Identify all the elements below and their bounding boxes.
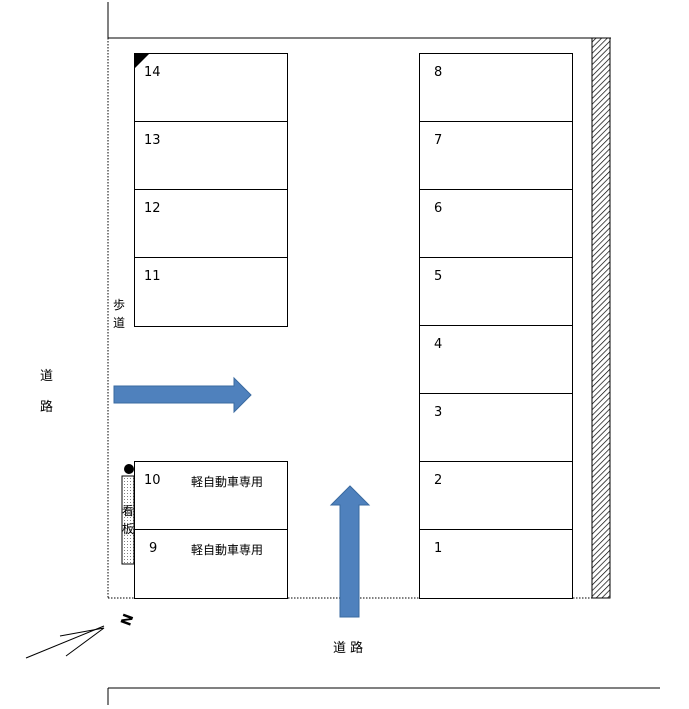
parking-stall: 7 <box>419 121 573 191</box>
stall-number: 12 <box>144 201 161 216</box>
parking-stall: 14 <box>134 53 288 123</box>
sidewalk-label: 歩 道 <box>112 298 125 330</box>
north-arrow-head <box>59 627 105 657</box>
stall-number: 5 <box>434 269 443 284</box>
sign-post-dot <box>124 464 134 474</box>
stall-number: 8 <box>434 65 443 80</box>
bottom-road-label: 道 路 <box>333 641 364 656</box>
left-entrance-arrow <box>113 376 252 414</box>
corner-marker-icon <box>135 54 149 68</box>
bottom-entrance-arrow <box>329 485 371 618</box>
parking-stall: 8 <box>419 53 573 123</box>
stall-number: 14 <box>144 65 161 80</box>
parking-stall: 4 <box>419 325 573 395</box>
stall-number: 1 <box>434 541 443 556</box>
left-road-label-top: 道 <box>40 369 54 384</box>
north-arrow-line <box>25 625 105 659</box>
left-road-label-bottom: 路 <box>40 400 54 415</box>
stall-number: 3 <box>434 405 443 420</box>
parking-stall: 2 <box>419 461 573 531</box>
parking-stall: 12 <box>134 189 288 259</box>
boundary-wall <box>591 37 611 599</box>
stall-number: 6 <box>434 201 443 216</box>
parking-stall: 6 <box>419 189 573 259</box>
parking-stall: 13 <box>134 121 288 191</box>
parking-stall: 10 軽自動車専用 <box>134 461 288 531</box>
stall-number: 10 <box>144 473 161 488</box>
signboard-label: 看 板 <box>121 504 134 536</box>
stall-note: 軽自動車専用 <box>191 543 264 557</box>
stall-note: 軽自動車専用 <box>191 475 264 489</box>
parking-stall: 5 <box>419 257 573 327</box>
stall-number: 13 <box>144 133 161 148</box>
stall-number: 4 <box>434 337 443 352</box>
parking-stall: 3 <box>419 393 573 463</box>
stall-number: 9 <box>149 541 158 556</box>
parking-stall: 11 <box>134 257 288 327</box>
stall-number: 2 <box>434 473 443 488</box>
stall-number: 11 <box>144 269 161 284</box>
parking-stall: 9 軽自動車専用 <box>134 529 288 599</box>
stall-number: 7 <box>434 133 443 148</box>
parking-stall: 1 <box>419 529 573 599</box>
